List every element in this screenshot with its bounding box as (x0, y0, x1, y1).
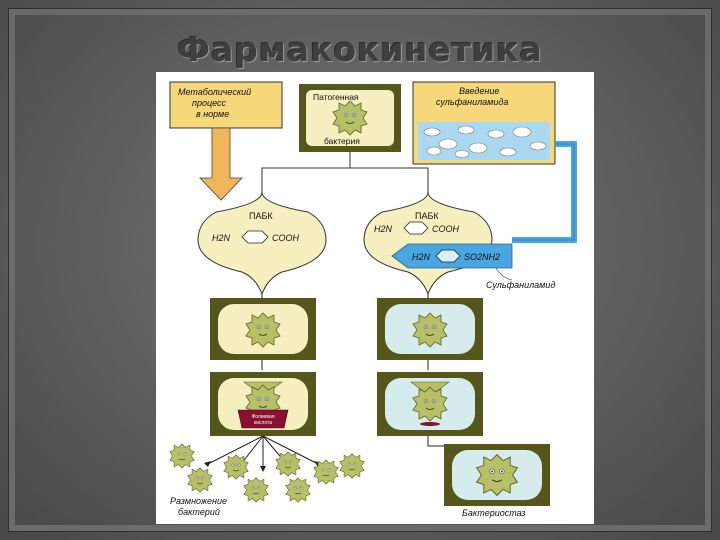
formula-right-carboxyl: COOH (432, 224, 460, 234)
metabolic-arrow (199, 127, 243, 201)
sulf-sulfonamide: SO2NH2 (464, 252, 500, 262)
pharmacokinetics-diagram: Метаболический процесс в норме Патогенна… (169, 81, 577, 518)
bacteriostasis-label: Бактериостаз (462, 508, 526, 518)
sulfanilamide-label: Сульфаниламид (486, 280, 555, 290)
folic-label-1: Фолиевая (251, 414, 274, 420)
pabk-label-left: ПАБК (249, 211, 273, 221)
pathogen-label-1: Патогенная (313, 92, 359, 102)
intro-label-1: Введение (459, 86, 499, 96)
metabolic-label-1: Метаболический (178, 87, 251, 97)
benzene-ring-right-icon (403, 221, 429, 235)
benzene-ring-sulf-icon (435, 249, 461, 263)
intro-label-2: сульфаниламида (436, 97, 508, 107)
slide-title: Фармакокинетика (177, 30, 543, 69)
benzene-ring-left-icon (241, 230, 269, 244)
folic-acid-cup (237, 409, 289, 429)
reproduced-bacteria (169, 443, 365, 503)
tablets-icon (423, 125, 547, 158)
diagram-panel: Метаболический процесс в норме Патогенна… (156, 72, 594, 524)
folic-label-2: кислота (254, 420, 272, 426)
reproduction-label-1: Размножение (170, 496, 227, 506)
formula-right-amine: H2N (374, 224, 393, 234)
metabolic-label-2: процесс (192, 98, 227, 108)
pathogen-label-2: бактерия (324, 136, 360, 146)
pabk-shape-right (363, 191, 493, 296)
metabolic-label-3: в норме (196, 109, 229, 119)
sulf-amine: H2N (412, 252, 431, 262)
reproduction-label-2: бактерий (178, 507, 220, 517)
formula-left-carboxyl: COOH (272, 233, 300, 243)
formula-left-amine: H2N (212, 233, 231, 243)
slide-frame (8, 8, 712, 532)
pabk-label-right: ПАБК (415, 211, 439, 221)
